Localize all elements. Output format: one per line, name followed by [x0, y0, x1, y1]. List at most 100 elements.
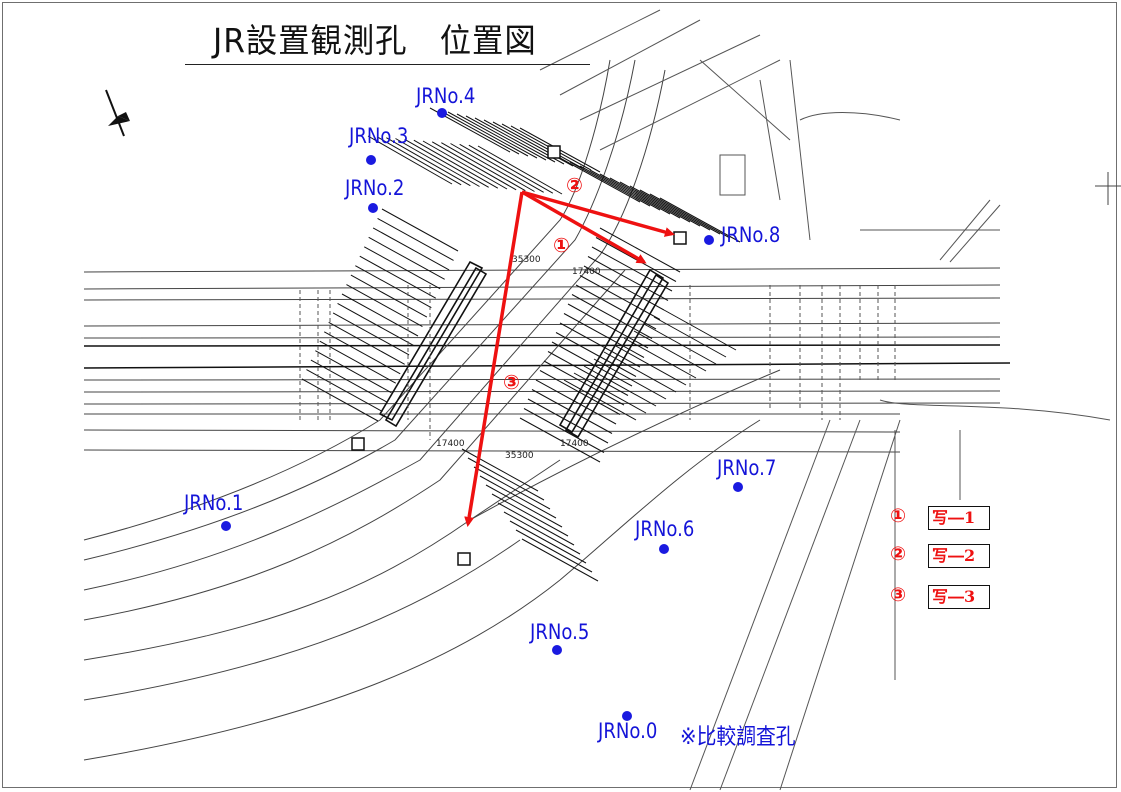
hole-marker-jrno2 [368, 203, 378, 213]
hatch-line [613, 344, 687, 386]
hatch-line [422, 140, 508, 190]
hatch-line [438, 109, 520, 155]
legend-photo-2: 写―2 [928, 544, 990, 568]
hatch-line [569, 161, 651, 207]
hatch-line [376, 136, 462, 186]
hatch-line [623, 337, 697, 379]
hatch-line [579, 165, 661, 211]
hole-label-jrno6: JRNo.6 [635, 517, 695, 541]
curved-tracks [83, 59, 781, 761]
hatch-line [559, 322, 641, 368]
lower-right-road [689, 399, 1111, 791]
hatch-line [593, 358, 667, 400]
hatching-zone [301, 107, 741, 582]
hatch-line [368, 236, 445, 280]
hatch-line [306, 369, 383, 412]
hatch-line [465, 115, 547, 161]
hatch-line [350, 274, 428, 318]
hatch-line [456, 113, 538, 159]
hatch-line [431, 141, 517, 191]
hatch-line [619, 181, 701, 227]
hatch-line [559, 157, 641, 203]
hole-marker-jrno1 [221, 521, 231, 531]
packer-markers [351, 145, 687, 566]
hatch-line [301, 378, 379, 422]
hatch-line [501, 123, 583, 169]
hatch-line [395, 138, 480, 187]
dimension-top: 35300 [512, 255, 541, 265]
hatch-line [479, 475, 557, 519]
hatch-line [649, 193, 731, 239]
hatch-line [381, 208, 459, 252]
hatch-line [497, 502, 575, 546]
hole-label-jrno7: JRNo.7 [717, 456, 777, 480]
hatch-line [509, 520, 587, 564]
railway-lines [83, 267, 1011, 453]
hatch-line [515, 529, 593, 573]
comparison-hole-note: ※比較調査孔 [680, 725, 796, 750]
hatch-line [355, 265, 432, 309]
hatch-line [583, 265, 665, 311]
crosshair-mark [1095, 172, 1121, 205]
legend-number-1: ① [890, 505, 907, 527]
page-title: JR設置観測孔 位置図 [213, 21, 537, 60]
hatch-line [491, 493, 569, 537]
hatch-line [346, 284, 423, 327]
hole-marker-jrno4 [437, 108, 447, 118]
photo-arrow-2 [521, 190, 675, 237]
hatch-line [539, 370, 621, 415]
hatch-line [527, 398, 609, 444]
hatch-line [461, 448, 539, 492]
hatch-line [659, 197, 741, 243]
hatch-line [328, 321, 405, 365]
legend-number-3: ③ [890, 584, 907, 606]
hatch-line [587, 256, 669, 301]
legend-photo-1: 写―1 [928, 506, 990, 530]
hatch-line [555, 332, 637, 377]
hatch-line [599, 227, 681, 273]
hatch-line [337, 303, 414, 346]
hatch-line [547, 351, 629, 396]
hatch-line [474, 117, 556, 163]
hatch-line [503, 511, 581, 555]
dimension-bottom-inner-right: 17400 [560, 439, 589, 449]
hatch-line [663, 309, 737, 351]
hatch-line [591, 246, 673, 292]
photo-arrow-label-2: ② [566, 173, 583, 197]
hatch-line [563, 313, 645, 358]
hole-label-jrno2: JRNo.2 [345, 176, 405, 200]
hatch-line [467, 457, 545, 501]
title-underline [185, 64, 590, 65]
hole-marker-jrno3 [366, 155, 376, 165]
hatch-line [599, 173, 681, 219]
hatch-line [319, 340, 397, 384]
hatch-line [531, 389, 613, 434]
structure-grid [299, 285, 896, 440]
hatch-line [571, 294, 653, 339]
hole-marker-jrno8 [704, 235, 714, 245]
hatch-line [473, 466, 551, 510]
hatch-line [583, 365, 657, 407]
hatch-line [459, 143, 544, 193]
hole-marker-jrno6 [659, 544, 669, 554]
hatch-line [341, 293, 419, 337]
hatch-line [643, 323, 717, 365]
hatch-line [404, 138, 489, 188]
hatch-line [323, 331, 401, 375]
hatch-line [609, 177, 691, 223]
hole-marker-jrno7 [733, 482, 743, 492]
hatch-line [359, 255, 437, 299]
hatch-line [386, 137, 471, 187]
hatch-line [367, 135, 453, 185]
hole-marker-jrno5 [552, 645, 562, 655]
hatch-line [589, 169, 671, 215]
hatch-line [447, 111, 529, 157]
hatch-line [332, 312, 410, 356]
hatch-line [633, 330, 707, 372]
hatch-line [372, 227, 450, 271]
hatch-line [535, 379, 617, 425]
hatch-line [315, 350, 392, 394]
hatch-line [629, 185, 711, 231]
hatch-line [377, 218, 454, 261]
